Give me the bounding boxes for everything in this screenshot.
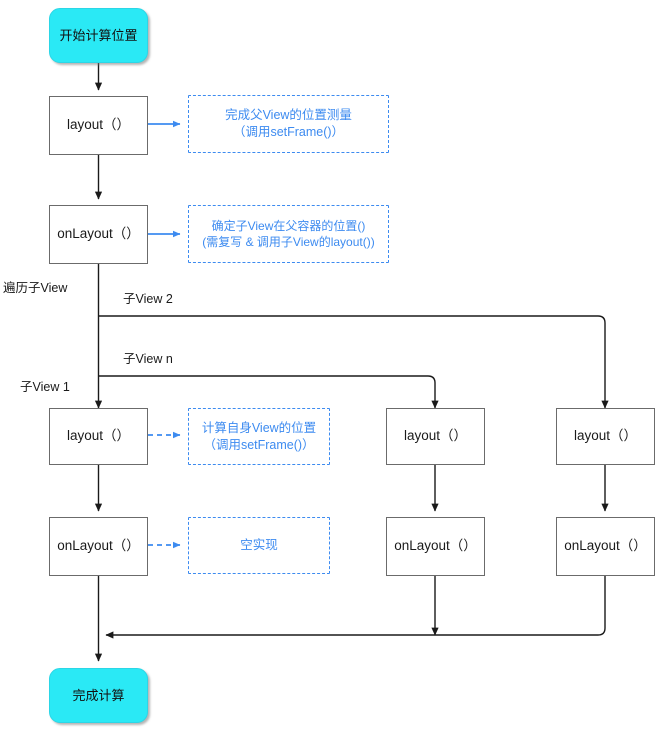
edge-label-child2: 子View 2: [123, 292, 173, 306]
node-child1-onlayout-label: onLayout（）: [57, 538, 140, 554]
node-childn-layout[interactable]: layout（）: [556, 408, 655, 465]
node-child2-onlayout[interactable]: onLayout（）: [386, 517, 485, 576]
note-child1-onlayout-line1: 空实现: [240, 538, 278, 553]
node-child1-layout-label: layout（）: [66, 428, 131, 444]
note-parent-onlayout: 确定子View在父容器的位置() (需复写 & 调用子View的layout()…: [188, 205, 389, 263]
node-parent-layout[interactable]: layout（）: [49, 96, 148, 155]
node-childn-onlayout[interactable]: onLayout（）: [556, 517, 655, 576]
node-child2-layout-label: layout（）: [403, 428, 468, 444]
note-parent-layout-line2: （调用setFrame()）: [232, 125, 345, 139]
note-parent-onlayout-line1: 确定子View在父容器的位置(): [211, 218, 366, 233]
node-child2-onlayout-label: onLayout（）: [394, 538, 477, 554]
node-parent-onlayout-label: onLayout（）: [57, 226, 140, 242]
note-parent-onlayout-line2: (需复写 & 调用子View的layout()): [202, 235, 375, 249]
node-end[interactable]: 完成计算: [49, 668, 148, 723]
edge-branch-childn: [98, 375, 439, 409]
node-child2-layout[interactable]: layout（）: [386, 408, 485, 465]
node-parent-layout-label: layout（）: [66, 117, 131, 133]
note-child1-layout-line2: （调用setFrame()）: [203, 437, 315, 452]
node-end-label: 完成计算: [72, 687, 125, 703]
note-child1-layout: 计算自身View的位置 （调用setFrame()）: [188, 408, 330, 465]
edge-branch-child2: [98, 315, 609, 409]
node-childn-layout-label: layout（）: [573, 428, 638, 444]
node-parent-onlayout[interactable]: onLayout（）: [49, 205, 148, 264]
edge-label-traverse: 遍历子View: [3, 281, 68, 295]
note-child1-onlayout: 空实现: [188, 517, 330, 574]
edge-label-child1: 子View 1: [20, 380, 70, 394]
node-child1-layout[interactable]: layout（）: [49, 408, 148, 465]
node-start[interactable]: 开始计算位置: [49, 8, 148, 63]
node-childn-onlayout-label: onLayout（）: [564, 538, 647, 554]
note-parent-layout: 完成父View的位置测量 （调用setFrame()）: [188, 95, 389, 153]
node-start-label: 开始计算位置: [59, 27, 138, 43]
node-child1-onlayout[interactable]: onLayout（）: [49, 517, 148, 576]
edge-label-childn: 子View n: [123, 352, 173, 366]
edge-childn-onlayout-to-merge: [105, 576, 606, 639]
note-child1-layout-line1: 计算自身View的位置: [201, 420, 317, 435]
note-parent-layout-line1: 完成父View的位置测量: [225, 108, 352, 123]
